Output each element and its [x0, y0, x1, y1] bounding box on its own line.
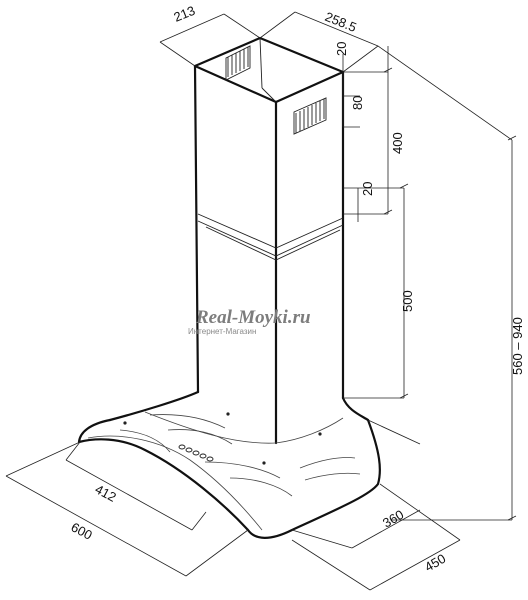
screw-4 [123, 421, 127, 425]
canopy-collar [108, 390, 370, 422]
dim-vent-height: 80 [350, 96, 365, 110]
glass-outer-edge [77, 418, 381, 539]
glass-reflection-3 [204, 461, 281, 479]
dim-lower-height: 500 [400, 290, 415, 312]
glass-reflection-4 [229, 477, 293, 497]
chimney-joint-lower [197, 220, 344, 257]
chimney-top-inner [259, 37, 277, 103]
watermark-tagline: Интернет-Магазин [188, 327, 256, 336]
dim-canopy-inner-width: 412 [93, 481, 119, 504]
glass-reflection-7 [119, 429, 171, 453]
dimension-lines [5, 11, 517, 591]
watermark-brand: Real-Moyki.ru [195, 307, 311, 328]
screw-2 [318, 432, 322, 436]
vent-slots-left [225, 45, 251, 81]
glass-reflection-2 [167, 429, 233, 445]
canopy [77, 390, 381, 539]
glass-reflection-5 [299, 457, 356, 469]
chimney-joint-upper [197, 213, 344, 249]
control-buttons [178, 444, 214, 462]
glass-inner-edge [87, 435, 263, 531]
chimney-top-opening [193, 36, 345, 104]
screw-3 [262, 461, 266, 465]
dim-upper-height: 400 [390, 132, 405, 154]
dim-gap-top: 20 [334, 42, 349, 56]
glass-curve-1 [144, 411, 277, 444]
chimney-joint-shadow [205, 226, 341, 261]
dim-gap-mid: 20 [360, 182, 375, 196]
glass-reflection-1 [149, 414, 226, 429]
dim-canopy-depth: 450 [422, 551, 448, 575]
dim-total-height: 560 – 940 [510, 317, 525, 375]
glass-curve-2 [275, 417, 344, 444]
screw-1 [226, 412, 230, 416]
glass-reflection-6 [304, 472, 361, 481]
dim-chimney-depth: 213 [172, 3, 198, 25]
vent-slots-right [293, 97, 327, 135]
chimney-left-edge [193, 64, 200, 394]
chimney [193, 36, 345, 445]
dim-canopy-inner-depth: 360 [380, 507, 406, 531]
